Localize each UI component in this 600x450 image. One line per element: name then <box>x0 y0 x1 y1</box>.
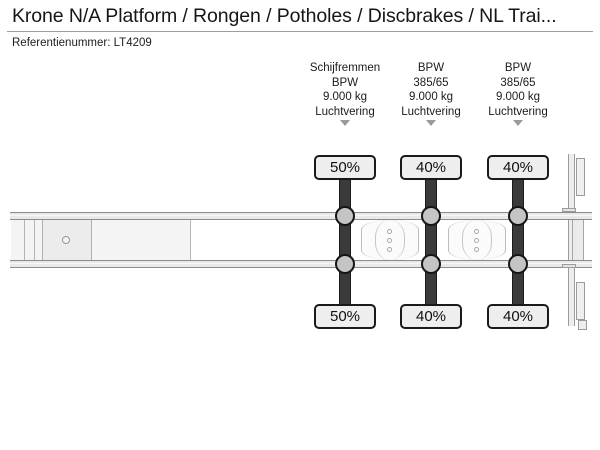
axle-bar-3 <box>512 166 524 314</box>
page-title: Krone N/A Platform / Rongen / Potholes /… <box>12 4 557 27</box>
rear-bracket-bottom <box>576 282 585 320</box>
rear-column <box>572 212 584 268</box>
header-divider <box>7 31 593 32</box>
rear-foot <box>578 320 587 330</box>
axle-3-pointer-icon <box>513 120 523 127</box>
front-neck-block <box>11 220 191 260</box>
title-bar: Krone N/A Platform / Rongen / Potholes /… <box>0 0 600 31</box>
tyre-badge-axle-1-bottom: 50% <box>314 304 376 329</box>
axle-label-3: BPW 385/65 9.000 kg Luchtvering <box>458 61 578 127</box>
hanger-2-hole-2 <box>474 238 479 243</box>
wheel-hub-axle-2-top <box>421 206 441 226</box>
axle-1-line-4: Luchtvering <box>315 105 375 118</box>
wheel-hub-axle-3-bottom <box>508 254 528 274</box>
axle-3-line-4: Luchtvering <box>488 105 548 118</box>
axle-1-line-3: 9.000 kg <box>322 91 368 104</box>
hanger-2-hole-1 <box>474 229 479 234</box>
axle-1-line-2: BPW <box>331 76 359 89</box>
front-divider-1 <box>24 220 25 260</box>
suspension-hanger-1 <box>361 220 419 260</box>
hanger-2-inner <box>462 220 492 260</box>
axle-2-line-2: 385/65 <box>413 76 449 89</box>
axle-3-line-1: BPW <box>504 62 532 74</box>
suspension-hanger-2 <box>448 220 506 260</box>
axle-label-1: Schijfremmen BPW 9.000 kg Luchtvering <box>285 61 405 127</box>
axle-label-2: BPW 385/65 9.000 kg Luchtvering <box>371 61 491 127</box>
hanger-2-hole-3 <box>474 247 479 252</box>
tyre-badge-axle-1-top: 50% <box>314 155 376 180</box>
axle-3-line-3: 9.000 kg <box>495 91 541 104</box>
front-divider-2 <box>34 220 35 260</box>
wheel-hub-axle-3-top <box>508 206 528 226</box>
wheel-hub-axle-2-bottom <box>421 254 441 274</box>
tyre-badge-axle-2-bottom: 40% <box>400 304 462 329</box>
tyre-badge-axle-3-bottom: 40% <box>487 304 549 329</box>
chassis-rail-top <box>10 212 592 220</box>
axle-2-line-3: 9.000 kg <box>408 91 454 104</box>
axle-bar-1 <box>339 166 351 314</box>
hanger-1-hole-1 <box>387 229 392 234</box>
axle-bar-2 <box>425 166 437 314</box>
rear-bracket-top <box>576 158 585 196</box>
hanger-1-inner <box>375 220 405 260</box>
header: Krone N/A Platform / Rongen / Potholes /… <box>0 0 600 56</box>
rear-stub-bottom <box>562 264 576 268</box>
chassis-rail-bottom <box>10 260 592 268</box>
reference-number: Referentienummer: LT4209 <box>12 37 152 49</box>
axle-1-pointer-icon <box>340 120 350 127</box>
hanger-1-hole-3 <box>387 247 392 252</box>
axle-3-line-2: 385/65 <box>500 76 536 89</box>
axle-1-line-1: Schijfremmen <box>309 62 381 74</box>
axle-2-line-1: BPW <box>417 62 445 74</box>
tyre-badge-axle-2-top: 40% <box>400 155 462 180</box>
tyre-badge-axle-3-top: 40% <box>487 155 549 180</box>
wheel-hub-axle-1-top <box>335 206 355 226</box>
kingpin-circle-icon <box>62 236 70 244</box>
wheel-hub-axle-1-bottom <box>335 254 355 274</box>
trailer-diagram <box>0 120 600 340</box>
axle-2-line-4: Luchtvering <box>401 105 461 118</box>
axle-2-pointer-icon <box>426 120 436 127</box>
hanger-1-hole-2 <box>387 238 392 243</box>
rear-stub-top <box>562 208 576 212</box>
